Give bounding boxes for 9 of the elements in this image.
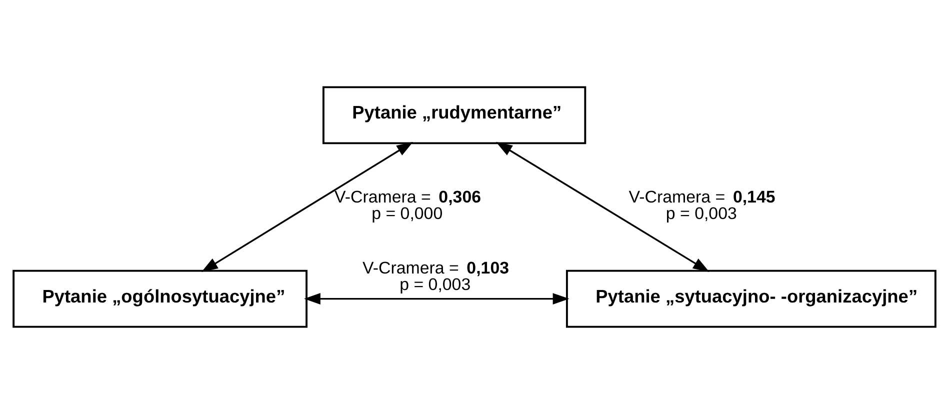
node-box: Pytanie „ogólnosytuacyjne”: [12, 269, 308, 328]
arrow: [496, 141, 710, 272]
edge-label: V-Cramera = 0,306 p = 0,000: [334, 186, 482, 223]
edge-label: V-Cramera = 0,103 p = 0,003: [362, 258, 509, 294]
node-box: Pytanie „rudymentarne”: [322, 86, 586, 144]
node-box: Pytanie „sytuacyjno- -organizacyjne”: [566, 269, 936, 328]
arrow: [201, 141, 414, 272]
edge-label: V-Cramera = 0,145 p = 0,003: [628, 186, 776, 223]
arrow: [304, 292, 570, 304]
